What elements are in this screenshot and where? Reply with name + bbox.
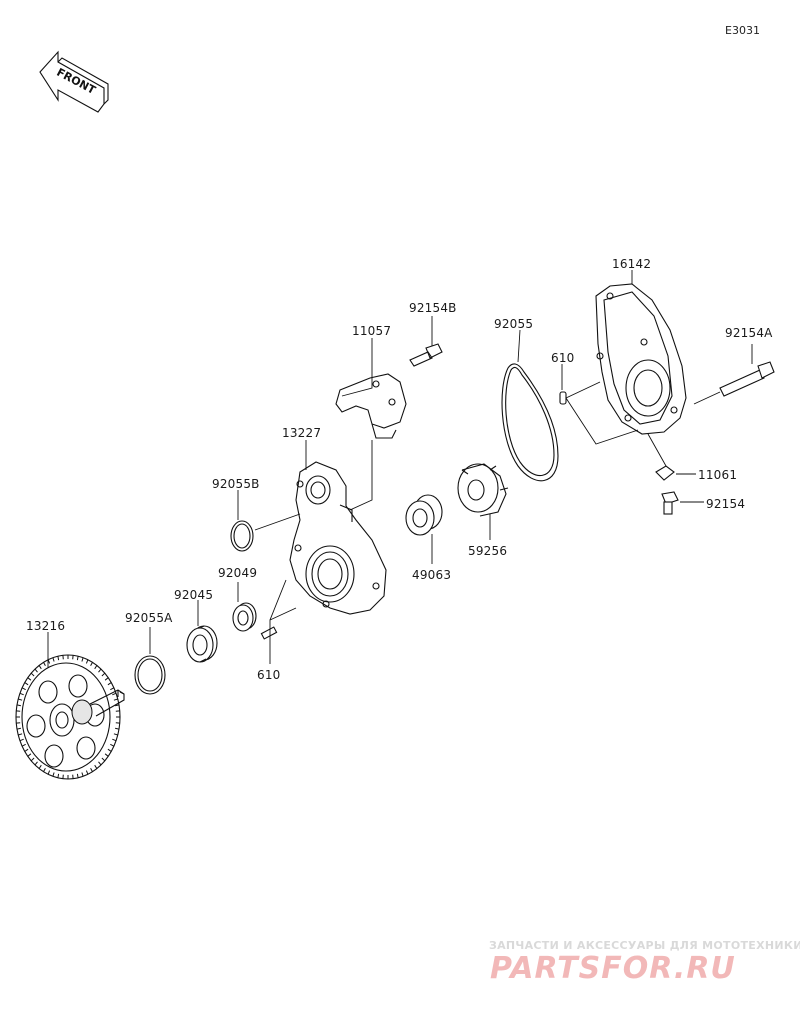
label-49063: 49063 (412, 568, 452, 582)
label-11061: 11061 (698, 468, 738, 482)
seal-49063 (405, 494, 443, 536)
label-92055A: 92055A (125, 611, 173, 625)
bracket-11057 (335, 373, 407, 439)
bolt-92154B (409, 343, 443, 367)
label-59256: 59256 (468, 544, 508, 558)
label-16142: 16142 (612, 257, 652, 271)
bolt-92154 (661, 491, 679, 515)
label-92045: 92045 (174, 588, 214, 602)
label-92049: 92049 (218, 566, 258, 580)
label-13216: 13216 (26, 619, 66, 633)
label-11057: 11057 (352, 324, 392, 338)
label-92154A: 92154A (725, 326, 773, 340)
diagram-code: E3031 (725, 24, 760, 37)
housing-13227 (289, 461, 387, 615)
label-92154B: 92154B (409, 301, 457, 315)
dowel-610-upper (559, 391, 567, 405)
label-610-lower: 610 (257, 668, 281, 682)
label-13227: 13227 (282, 426, 322, 440)
label-92055B: 92055B (212, 477, 260, 491)
impeller-59256 (457, 463, 509, 517)
label-92055: 92055 (494, 317, 534, 331)
front-arrow-icon: FRONT (39, 50, 109, 113)
bolt-92154A (719, 361, 775, 397)
label-92154: 92154 (706, 497, 746, 511)
seal-92049 (232, 602, 257, 632)
watermark-tagline: ЗАПЧАСТИ И АКСЕССУАРЫ ДЛЯ МОТОТЕХНИКИ (489, 939, 800, 952)
gasket-11061 (655, 465, 675, 481)
oring-92055 (501, 363, 559, 482)
leader-lines (47, 270, 753, 668)
gear-13216 (15, 654, 125, 780)
label-610-upper: 610 (551, 351, 575, 365)
oring-92055A (134, 655, 166, 695)
oring-92055B (230, 520, 254, 552)
front-arrow-label: FRONT (54, 66, 98, 97)
watermark-logo: PARTSFOR.RU (490, 951, 736, 986)
dowel-610-lower (260, 626, 278, 640)
cover-16142 (595, 283, 687, 435)
gear-teeth (16, 655, 120, 779)
bearing-92045 (186, 625, 218, 663)
